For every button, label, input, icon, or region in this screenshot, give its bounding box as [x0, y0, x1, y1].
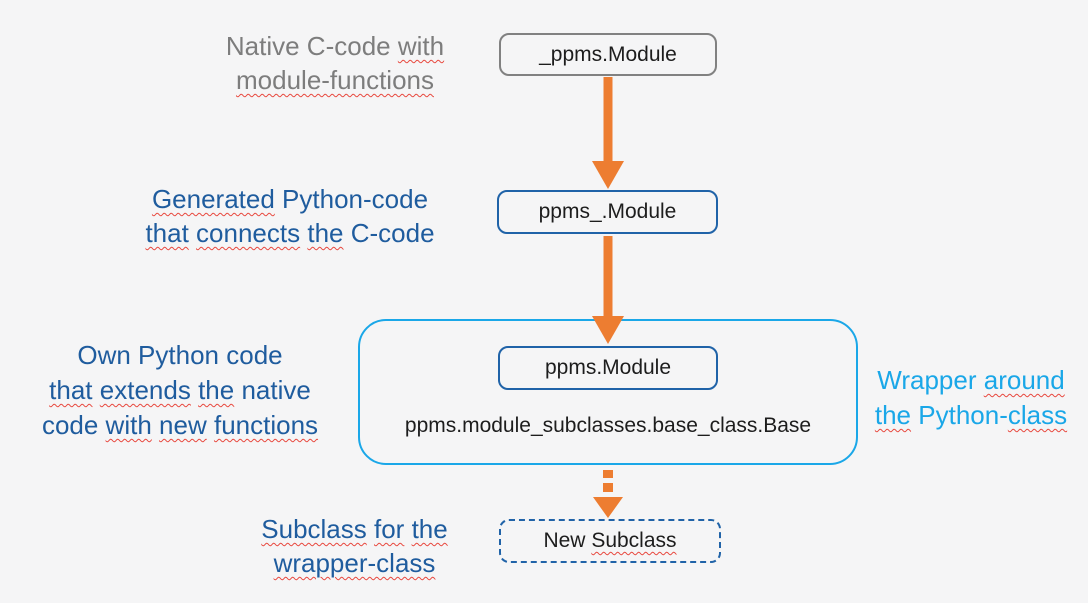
- node-ppms-module: ppms.Module: [498, 346, 718, 390]
- text-segment-misspelled: module-functions: [236, 65, 434, 95]
- text-segment-misspelled: around: [983, 365, 1065, 395]
- annotation-native-c-code: Native C-code with module-functions: [175, 29, 495, 97]
- text-segment: [191, 375, 198, 405]
- text-segment: [152, 410, 159, 440]
- wrapper-group-box: [358, 319, 858, 465]
- text-segment-misspelled: the: [874, 400, 912, 430]
- annotation-subclass: Subclass for the wrapper-class: [228, 512, 481, 580]
- text-segment: Python-: [911, 400, 1008, 430]
- text-segment-misspelled: extends: [99, 375, 191, 405]
- text-segment: Python-code: [274, 184, 429, 214]
- node-ppms-c-module: _ppms.Module: [499, 33, 717, 76]
- node-ppms-py-module: ppms_.Module: [497, 190, 718, 234]
- text-segment: [367, 514, 374, 544]
- text-segment: [189, 218, 196, 248]
- text-segment-misspelled: with: [105, 410, 152, 440]
- text-segment: code: [41, 410, 106, 440]
- text-segment-misspelled: the: [411, 514, 448, 544]
- text-segment-misspelled: the: [198, 375, 235, 405]
- text-segment-misspelled: new: [159, 410, 207, 440]
- text-segment: ppms.module_subclasses.base_class.Base: [404, 414, 812, 437]
- annotation-line: module-functions: [175, 63, 495, 97]
- node-label: _ppms.Module: [539, 42, 677, 66]
- annotation-line: Wrapper around: [860, 363, 1082, 398]
- annotation-line: the Python-class: [860, 398, 1082, 433]
- text-segment: [404, 514, 411, 544]
- annotation-generated-python: Generated Python-code that connects the …: [130, 182, 450, 250]
- annotation-line: wrapper-class: [228, 546, 481, 580]
- annotation-own-python-code: Own Python code that extends the native …: [15, 338, 345, 443]
- text-segment: [207, 410, 214, 440]
- text-segment-misspelled: connects: [196, 218, 301, 248]
- text-segment-misspelled: class: [1007, 400, 1068, 430]
- text-segment-misspelled: Subclass: [261, 514, 367, 544]
- base-class-path-text: ppms.module_subclasses.base_class.Base: [358, 414, 858, 438]
- annotation-line: Own Python code: [15, 338, 345, 373]
- text-segment: Native C-code: [225, 31, 398, 61]
- text-segment-misspelled: functions: [213, 410, 319, 440]
- annotation-line: that extends the native: [15, 373, 345, 408]
- text-segment: Own Python code: [77, 340, 283, 370]
- text-segment-misspelled: with: [397, 31, 445, 61]
- annotation-wrapper-class: Wrapper around the Python-class: [860, 363, 1082, 433]
- text-segment: New: [543, 529, 592, 552]
- node-label: New Subclass: [543, 529, 676, 553]
- node-label: ppms_.Module: [538, 200, 677, 223]
- text-segment: C-code: [343, 218, 435, 248]
- text-segment-misspelled: Subclass: [591, 529, 677, 552]
- text-segment-misspelled: the: [307, 218, 344, 248]
- annotation-line: Subclass for the: [228, 512, 481, 546]
- text-segment: native: [234, 375, 311, 405]
- text-segment: Wrapper: [877, 365, 984, 395]
- arrow-c-to-py-icon: [592, 77, 624, 189]
- text-segment-misspelled: wrapper-class: [273, 548, 436, 578]
- node-label: ppms.Module: [544, 356, 672, 379]
- text-segment-misspelled: Generated: [151, 184, 275, 214]
- annotation-line: code with new functions: [15, 408, 345, 443]
- annotation-line: that connects the C-code: [130, 216, 450, 250]
- annotation-line: Native C-code with: [175, 29, 495, 63]
- text-segment-misspelled: that: [145, 218, 189, 248]
- text-segment-misspelled: that: [49, 375, 93, 405]
- text-segment-misspelled: for: [374, 514, 405, 544]
- annotation-line: Generated Python-code: [130, 182, 450, 216]
- arrow-wrapper-to-subclass-dotted-icon: [593, 470, 623, 518]
- node-new-subclass: New Subclass: [499, 519, 721, 563]
- text-segment: [93, 375, 100, 405]
